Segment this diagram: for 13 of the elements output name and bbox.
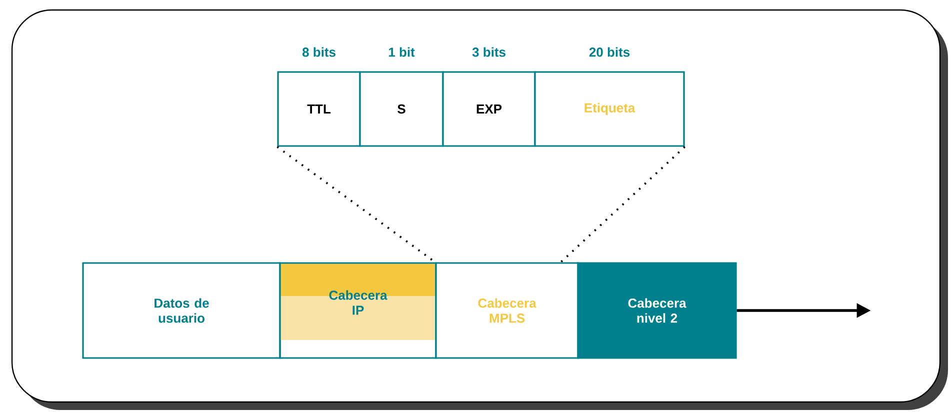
packet-cell: Cabecera IP <box>279 262 437 359</box>
dotted-line <box>560 146 686 263</box>
bit-width-label: 8 bits <box>302 47 336 57</box>
bit-width-label: 3 bits <box>472 47 506 57</box>
bit-width-label: 1 bit <box>388 47 415 57</box>
field-cell: TTL <box>277 71 361 147</box>
field-cell: Etiqueta <box>534 71 685 147</box>
field-cell: S <box>359 71 444 147</box>
packet-cell: Cabecera MPLS <box>435 262 579 359</box>
field-cell: EXP <box>442 71 536 147</box>
packet-cell: Datos de usuario <box>82 262 281 359</box>
bit-width-label: 20 bits <box>589 47 630 57</box>
packet-cell: Cabecera nivel 2 <box>577 262 737 359</box>
